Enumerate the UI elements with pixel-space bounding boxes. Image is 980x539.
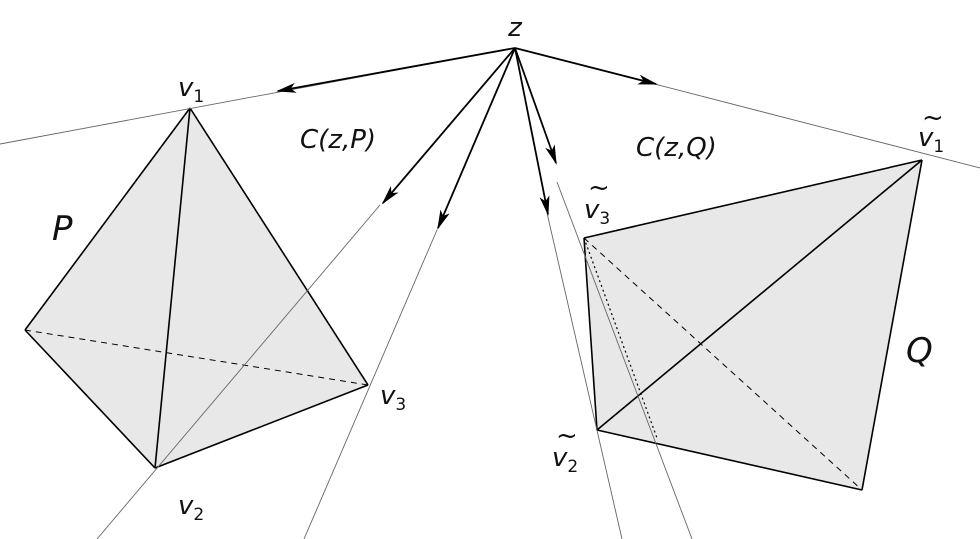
vertex-tilde-v2-label: v2 bbox=[552, 443, 578, 477]
vertex-tilde-v1-accent: ~ bbox=[922, 103, 944, 133]
polytope-p-edges bbox=[24, 107, 369, 469]
vertex-tilde-v3-label: v3 bbox=[584, 195, 610, 229]
polytope-q-edges bbox=[583, 159, 923, 491]
polytope-q-label: Q bbox=[906, 331, 933, 371]
apex-label: z bbox=[507, 13, 523, 43]
cone-p-label: C(z,P) bbox=[300, 125, 376, 155]
vertex-v1-label: v1 bbox=[178, 73, 204, 107]
polytope-p-label: P bbox=[52, 209, 73, 249]
vertex-tilde-v2-accent: ~ bbox=[556, 421, 578, 451]
cone-direction-arrows bbox=[276, 47, 658, 230]
q-dotted-segment bbox=[583, 237, 658, 439]
polytope-p-face bbox=[25, 108, 368, 468]
cone-q-label: C(z,Q) bbox=[636, 133, 717, 163]
vertex-tilde-v1-label: v1 bbox=[918, 123, 944, 157]
polytope-q-face bbox=[584, 160, 922, 490]
vertex-v2-label: v2 bbox=[178, 491, 204, 525]
vertex-v3-label: v3 bbox=[380, 381, 406, 415]
vertex-tilde-v3-accent: ~ bbox=[588, 173, 610, 203]
